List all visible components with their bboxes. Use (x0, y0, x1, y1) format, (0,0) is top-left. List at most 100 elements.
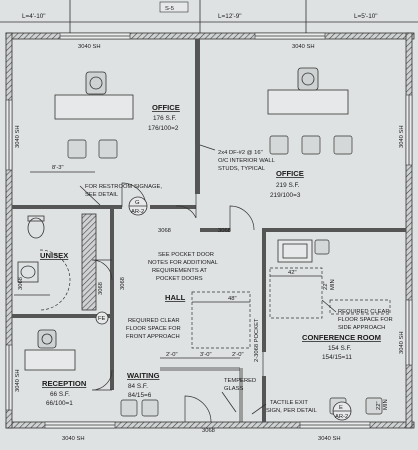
note-line: TEMPERED (224, 378, 256, 384)
room-name: OFFICE (276, 169, 304, 178)
note-restroom-signage: FOR RESTROOM SIGNAGE, SEE DETAIL (79, 184, 162, 206)
note-line: FLOOR SPACE FOR (338, 317, 393, 323)
dim-min-b: MIN (383, 399, 389, 410)
fire-extinguisher-tag: FE (95, 311, 109, 325)
note-line: POCKET DOORS (156, 276, 203, 282)
window-tag-top-right: 3040 SH (292, 44, 315, 50)
dim-22-a: 22" (323, 281, 329, 290)
note-line: 2x4 DF-#2 @ 16" (218, 150, 263, 156)
window-tag-bottom-left: 3040 SH (62, 436, 85, 442)
door-tag-1: 3068 (158, 228, 171, 234)
note-line: NOTES FOR ADDITIONAL (148, 260, 219, 266)
dim-42: 42" (288, 270, 297, 276)
note-line: TACTILE EXIT (270, 400, 308, 406)
side-clear-space (269, 267, 323, 319)
dim-pocket: 2-3068 POCKET (254, 318, 260, 362)
note-line: STUDS, TYPICAL (218, 166, 266, 172)
room-reception-label: RECEPTION 66 S.F. 66/100=1 (42, 379, 86, 407)
room-name: WAITING (127, 371, 160, 380)
office-1-furniture (54, 71, 134, 159)
office-2-furniture (267, 67, 353, 155)
detail-tag-2: E AR-2 (332, 401, 352, 421)
room-area: 66 S.F. (50, 391, 70, 398)
note-line: O/C INTERIOR WALL (218, 158, 276, 164)
dim-8-3: 8'-3" (52, 165, 64, 171)
window-tag-bottom-right: 3040 SH (318, 436, 341, 442)
note-line: FLOOR SPACE FOR (126, 326, 181, 332)
note-line: SIGN, PER DETAIL (266, 408, 318, 414)
window-tag-left-reception: 3040 SH (15, 369, 21, 392)
window-tags: 3040 SH 3040 SH 3040 SH 3040 SH 3040 SH … (15, 44, 405, 442)
interior-walls (12, 39, 406, 422)
door-tag-3: 3068 (202, 428, 215, 434)
door-tag-4: 3068 (18, 277, 24, 290)
note-tempered-glass: TEMPERED GLASS (221, 378, 256, 413)
room-hall-label: HALL (165, 293, 186, 302)
window-tag-left-office: 3040 SH (15, 125, 21, 148)
note-line: FRONT APPROACH (126, 334, 180, 340)
note-front-approach: REQUIRED CLEAR FLOOR SPACE FOR FRONT APP… (126, 318, 181, 340)
room-area: 219 S.F. (276, 182, 300, 189)
room-name: RECEPTION (42, 379, 86, 388)
detail-tag-1: G AR-2 (128, 196, 148, 216)
note-pocket-door: SEE POCKET DOOR NOTES FOR ADDITIONAL REQ… (148, 252, 219, 282)
door-tag-2: 3068 (218, 228, 231, 234)
note-side-approach: REQUIRED CLEAR FLOOR SPACE FOR SIDE APPR… (321, 299, 393, 331)
dim-2-0-a: 2'-0" (166, 352, 178, 358)
note-line: FOR RESTROOM SIGNAGE, (85, 184, 162, 190)
room-occupancy: 219/100=3 (270, 192, 301, 199)
tag-bottom: AR-2 (335, 414, 348, 420)
room-occupancy: 154/15=11 (322, 354, 352, 361)
room-name: CONFERENCE ROOM (302, 333, 381, 342)
dim-48: 48" (228, 296, 237, 302)
dim-right: L=5'-10" (354, 13, 378, 20)
fe-label: FE (98, 316, 106, 322)
room-area: 84 S.F. (128, 383, 148, 390)
door-tag-wc: 3068 (98, 282, 104, 295)
note-line: SIDE APPROACH (338, 325, 385, 331)
tag-top: E (339, 405, 343, 411)
dim-2-0-b: 2'-0" (232, 352, 244, 358)
room-occupancy: 176/100=2 (148, 125, 179, 132)
window-tag-right-office: 3040 SH (399, 125, 405, 148)
front-clear-space (191, 291, 251, 349)
restroom-fixtures (14, 215, 71, 311)
note-line: SEE DETAIL (85, 192, 119, 198)
note-line: SEE POCKET DOOR (158, 252, 214, 258)
exterior-walls (5, 32, 415, 429)
dim-22-b: 22" (376, 401, 382, 410)
note-line: REQUIREMENTS AT (152, 268, 207, 274)
room-waiting-label: WAITING 84 S.F. 84/15=6 (127, 371, 160, 399)
dim-min-a: MIN (330, 279, 336, 290)
window-tag-top-left: 3040 SH (78, 44, 101, 50)
room-office-1-label: OFFICE 176 S.F. 176/100=2 (148, 103, 180, 132)
room-office-2-label: OFFICE 219 S.F. 219/100=3 (270, 169, 304, 199)
room-occupancy: 66/100=1 (46, 400, 73, 407)
note-line: GLASS (224, 386, 243, 392)
room-area: 154 S.F. (328, 345, 352, 352)
note-wall-studs: 2x4 DF-#2 @ 16" O/C INTERIOR WALL STUDS,… (199, 144, 276, 172)
waiting-furniture (120, 399, 159, 417)
dim-center: L=12'-9" (218, 13, 242, 20)
tag-bottom: AR-2 (131, 209, 144, 215)
tag-top: G (135, 200, 140, 206)
dim-side-door: 3068 (120, 277, 126, 290)
note-tactile-exit: TACTILE EXIT SIGN, PER DETAIL (251, 400, 318, 415)
dimensions: 8'-3" 48" 42" 22" MIN 22" MIN 2'-0" 3'-0… (30, 165, 389, 410)
reception-furniture (24, 329, 76, 371)
room-occupancy: 84/15=6 (128, 392, 152, 399)
window-tag-right-conference: 3040 SH (399, 331, 405, 354)
top-dimension-line: L=4'-10" L=12'-9" L=5'-10" S-5 (0, 0, 418, 36)
room-name: OFFICE (152, 103, 180, 112)
room-area: 176 S.F. (153, 115, 177, 122)
dim-left: L=4'-10" (22, 13, 46, 20)
dim-3-0: 3'-0" (200, 352, 212, 358)
room-conference-label: CONFERENCE ROOM 154 S.F. 154/15=11 (302, 333, 381, 361)
room-unisex-label: UNISEX (40, 251, 68, 260)
note-line: REQUIRED CLEAR (338, 309, 390, 315)
sheet-ref: S-5 (165, 6, 174, 12)
note-line: REQUIRED CLEAR (128, 318, 180, 324)
door-tags: 3068 3068 3068 3068 3068 (18, 228, 231, 434)
